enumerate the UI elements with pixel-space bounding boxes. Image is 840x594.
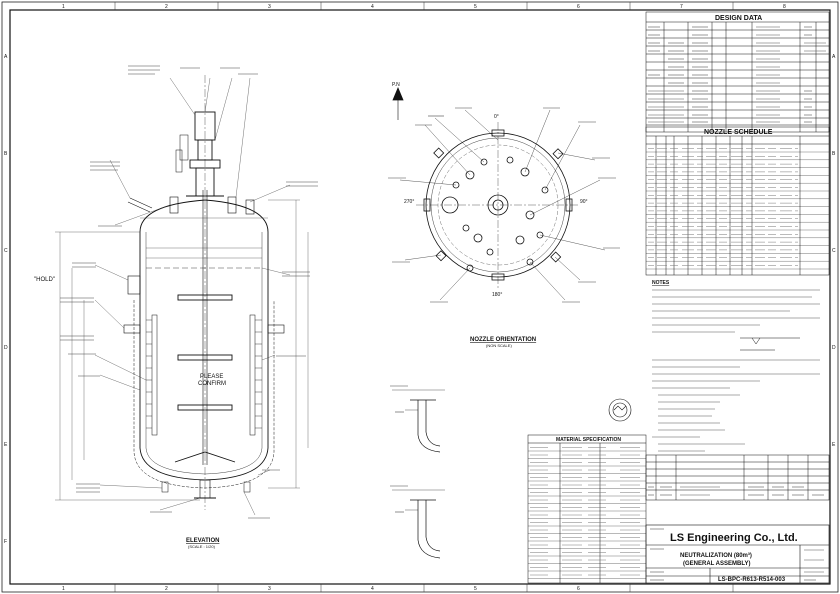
please-confirm-label-1: PLEASE xyxy=(200,374,223,380)
lug-left xyxy=(123,324,141,334)
side-manway xyxy=(127,275,141,295)
grid-row-e: E xyxy=(4,442,8,448)
title-block xyxy=(645,524,830,584)
hold-label: "HOLD" xyxy=(34,277,55,283)
inspection-stamp xyxy=(608,398,632,422)
grid-col-6: 6 xyxy=(577,4,580,10)
lug-right xyxy=(267,324,285,334)
revision-table xyxy=(645,454,830,501)
grid-col-3: 3 xyxy=(268,4,271,10)
notes-title: NOTES xyxy=(652,280,670,286)
grid-col-8: 8 xyxy=(783,4,786,10)
grid-col-1-bottom: 1 xyxy=(62,586,65,592)
grid-row-a: A xyxy=(4,54,8,60)
grid-col-3-bottom: 3 xyxy=(268,586,271,592)
baffle-left xyxy=(151,314,158,436)
grid-column-labels xyxy=(114,2,734,592)
grid-row-a-right: A xyxy=(832,54,836,60)
impeller-upper xyxy=(177,294,233,301)
grid-row-d-right: D xyxy=(832,345,836,351)
nozzle-schedule-title: NOZZLE SCHEDULE xyxy=(704,129,773,136)
drawing-title-line2: (GENERAL ASSEMBLY) xyxy=(683,561,750,567)
drawing-border xyxy=(9,9,831,585)
notes-block xyxy=(652,289,820,452)
grid-col-5: 5 xyxy=(474,4,477,10)
north-label: P.N xyxy=(392,82,400,88)
grid-row-b-right: B xyxy=(832,151,836,157)
material-spec-title: MATERIAL SPECIFICATION xyxy=(556,437,621,443)
grid-row-b: B xyxy=(4,151,8,157)
material-spec-rows xyxy=(528,447,646,579)
design-data-table xyxy=(645,11,830,133)
grid-col-2-bottom: 2 xyxy=(165,586,168,592)
grid-row-c-right: C xyxy=(832,248,836,254)
elevation-callouts xyxy=(60,65,318,519)
nozzle-schedule-rows xyxy=(646,148,829,270)
nozzle-orientation-callouts xyxy=(388,107,620,303)
grid-col-4-bottom: 4 xyxy=(371,586,374,592)
elevation-scale: (SCALE : 1/20) xyxy=(188,544,216,549)
elevation-title: ELEVATION xyxy=(186,538,219,544)
material-spec-table xyxy=(527,434,647,584)
jacket xyxy=(133,300,275,489)
impeller-bottom xyxy=(174,451,236,463)
deg270-label: 270° xyxy=(404,199,414,205)
detail-2 xyxy=(417,500,441,559)
drawing-title-line1: NEUTRALIZATION (80m³) xyxy=(680,552,752,559)
nozzle-orientation-scale: (NON SCALE) xyxy=(486,343,512,348)
deg0-label: 0° xyxy=(494,114,499,120)
impeller-lower xyxy=(177,404,233,411)
nozzle-orientation-view xyxy=(392,86,606,301)
deg90-label: 90° xyxy=(580,199,588,205)
design-data-cells xyxy=(648,26,826,123)
grid-col-5-bottom: 5 xyxy=(474,586,477,592)
company-name: LS Engineering Co., Ltd. xyxy=(670,532,798,544)
please-confirm-label-2: CONFIRM xyxy=(198,381,226,387)
grid-row-f: F xyxy=(4,539,7,545)
grid-col-1: 1 xyxy=(62,4,65,10)
grid-row-e-right: E xyxy=(832,442,836,448)
grid-col-4: 4 xyxy=(371,4,374,10)
grid-row-d: D xyxy=(4,345,8,351)
detail-1 xyxy=(417,400,441,453)
weld-symbol xyxy=(740,337,800,351)
manway-plan xyxy=(441,196,459,214)
nozzle-schedule-table xyxy=(645,126,830,276)
detail-views xyxy=(392,389,445,559)
grid-col-6-bottom: 6 xyxy=(577,586,580,592)
deg180-label: 180° xyxy=(492,292,502,298)
elevation-view xyxy=(123,75,285,510)
elevation-dimensions xyxy=(55,77,309,516)
design-data-title: DESIGN DATA xyxy=(715,15,762,22)
top-head xyxy=(139,199,269,233)
drawing-number: LS-BPC-R613-R514-003 xyxy=(718,577,786,583)
baffle-right xyxy=(249,314,256,436)
grid-row-c: C xyxy=(4,248,8,254)
revision-entries xyxy=(648,486,824,496)
nozzle-orientation-title: NOZZLE ORIENTATION xyxy=(470,337,536,343)
title-block-small-text xyxy=(650,528,824,581)
detail-callouts xyxy=(390,385,408,513)
grid-col-7: 7 xyxy=(680,4,683,10)
grid-col-2: 2 xyxy=(165,4,168,10)
impeller-middle xyxy=(177,354,233,361)
